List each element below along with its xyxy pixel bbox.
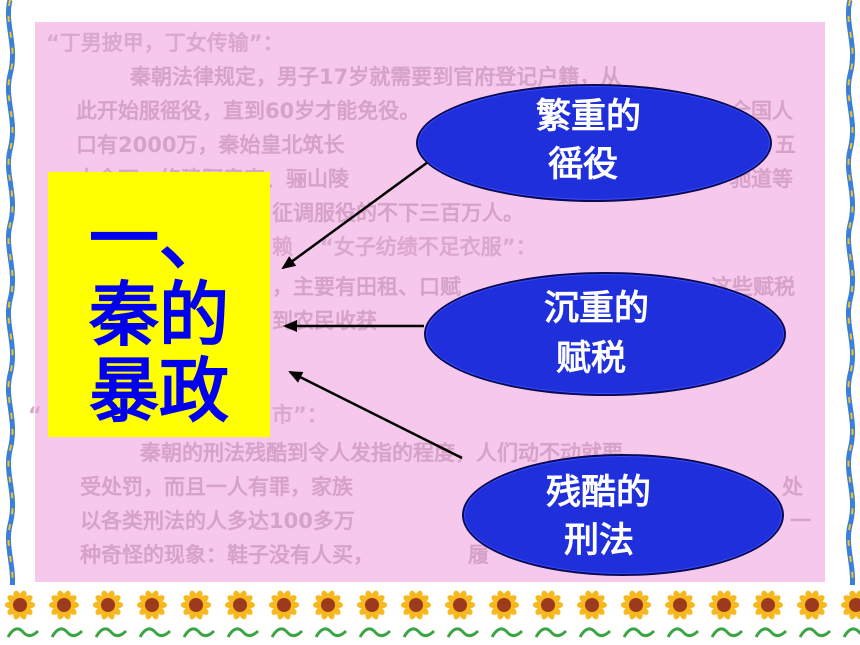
sunflower-icon — [225, 590, 260, 638]
sunflower-icon — [533, 590, 568, 638]
sunflower-icon — [269, 590, 304, 638]
bg-heading-3: “ — [28, 403, 42, 427]
sunflower-icon — [445, 590, 480, 638]
bg-text-line: 种奇怪的现象：鞋子没有人买， — [80, 543, 374, 567]
sunflower-icon — [665, 590, 700, 638]
bg-text-line: 征调服役的不下三百万人。 — [272, 201, 524, 225]
sunflower-icon — [709, 590, 744, 638]
bg-text-line: 口有2000万，秦始皇北筑长 — [76, 133, 345, 157]
sunflower-icon — [49, 590, 84, 638]
bubble-label-line2: 徭役 — [548, 145, 619, 185]
title-line-1: 一、 — [89, 198, 229, 280]
sunflower-icon — [489, 590, 524, 638]
bubble-label-line1: 沉重的 — [544, 289, 650, 329]
sunflower-icon — [621, 590, 656, 638]
sunflower-border — [0, 585, 860, 645]
bubble-label-line1: 繁重的 — [536, 97, 642, 137]
bubble-punishment: 残酷的 刑法 — [462, 454, 784, 576]
arrow-to-title-3 — [288, 370, 463, 460]
bg-text-line: 受处罚，而且一人有罪，家族 — [80, 475, 353, 499]
sunflower-icon — [841, 590, 860, 638]
sunflower-icon — [753, 590, 788, 638]
title-line-2: 秦的 — [89, 274, 229, 356]
bg-heading-2: 赖 — [272, 235, 293, 259]
bubble-corvee: 繁重的 徭役 — [416, 84, 772, 202]
bg-text-line: 秦朝法律规定，男子17岁就需要到官府登记户籍，从 — [130, 65, 622, 89]
bg-heading-3: 市”： — [272, 403, 328, 427]
sunflower-icon — [401, 590, 436, 638]
sunflower-icon — [357, 590, 392, 638]
bg-text-line: 五 — [775, 133, 796, 157]
bg-heading-1: “丁男披甲，丁女传输”： — [46, 31, 284, 55]
sunflower-icon — [5, 590, 40, 638]
sunflower-icon — [313, 590, 348, 638]
right-wave-border-icon — [845, 0, 855, 600]
sunflower-icon — [93, 590, 128, 638]
sunflower-icon — [181, 590, 216, 638]
sunflower-icon — [577, 590, 612, 638]
bubble-label-line2: 赋税 — [556, 339, 627, 379]
sunflower-icon — [137, 590, 172, 638]
arrow-to-title-1 — [281, 160, 429, 270]
bg-text-line: 履 — [468, 543, 489, 567]
bubble-label-line2: 刑法 — [564, 521, 635, 561]
bg-text-line: 处 — [782, 475, 803, 499]
title-box: 一、 秦的 暴政 — [48, 172, 270, 437]
sunflower-icon — [797, 590, 832, 638]
title-line-3: 暴政 — [89, 350, 229, 432]
bubble-taxes: 沉重的 赋税 — [424, 272, 786, 396]
bg-text-line: 此开始服徭役，直到60岁才能免役。 — [76, 99, 421, 123]
bg-text-line: 一 — [790, 509, 811, 533]
bg-heading-2: “女子纺绩不足衣服”： — [320, 235, 537, 259]
bg-text-line: 以各类刑法的人多达100多万 — [80, 509, 355, 533]
bg-text-line: ，主要有田租、口赋 — [272, 275, 461, 299]
bubble-label-line1: 残酷的 — [546, 473, 652, 513]
left-wave-border-icon — [5, 0, 15, 600]
